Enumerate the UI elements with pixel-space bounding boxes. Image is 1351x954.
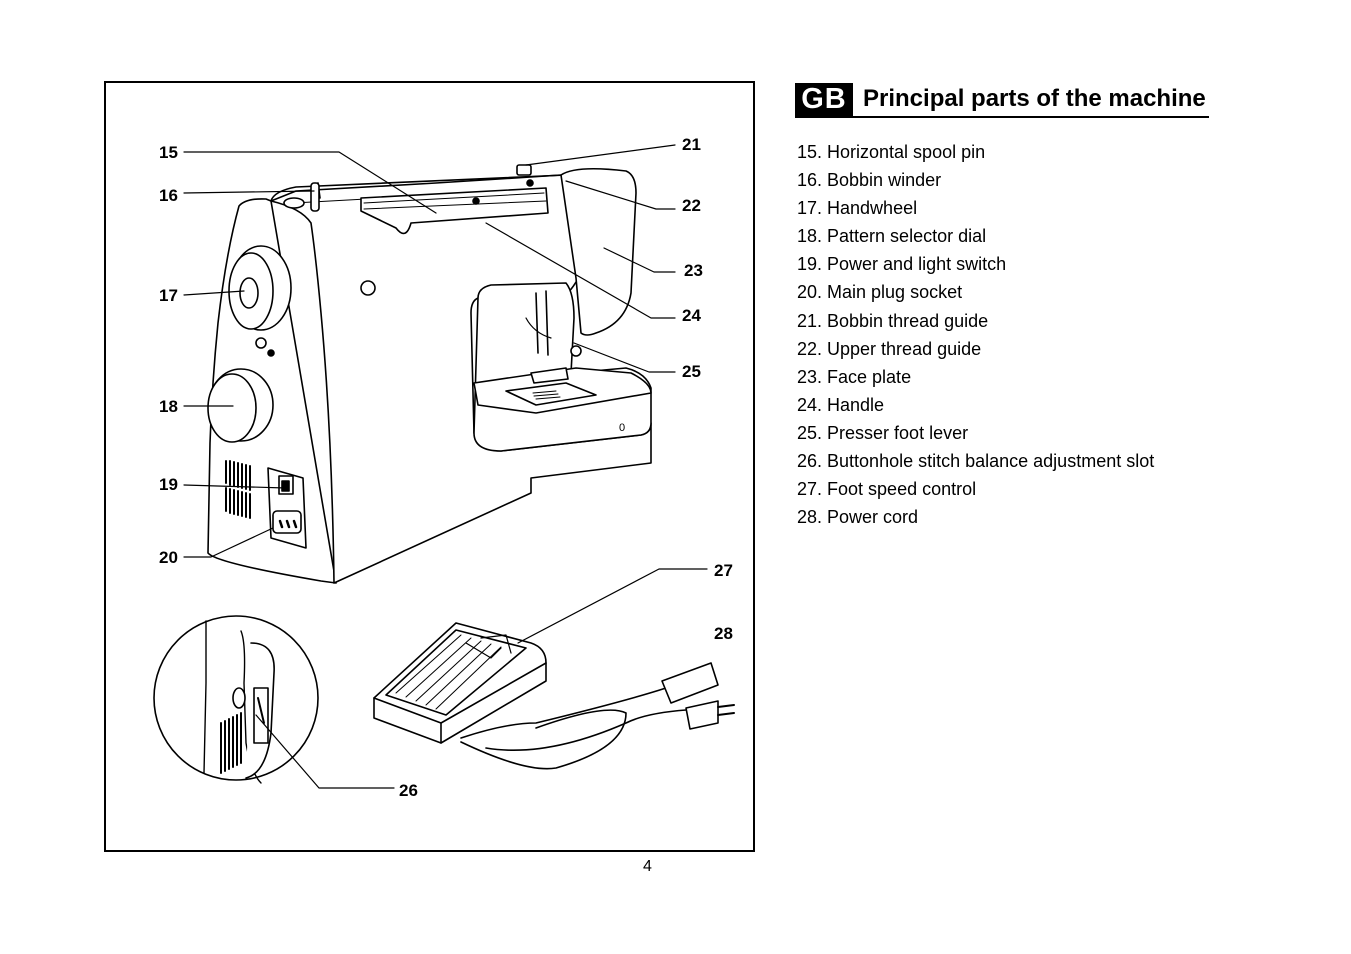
callout-23: 23 <box>684 261 703 280</box>
page-title: Principal parts of the machine <box>863 85 1206 112</box>
list-item: 17. Handwheel <box>797 198 918 219</box>
list-item: 20. Main plug socket <box>797 282 963 303</box>
list-item: 18. Pattern selector dial <box>797 226 987 247</box>
callout-18: 18 <box>159 397 178 416</box>
parts-list: 15. Horizontal spool pin 16. Bobbin wind… <box>797 138 1154 531</box>
callout-20: 20 <box>159 548 178 567</box>
list-item: 23. Face plate <box>797 366 912 387</box>
callout-22: 22 <box>682 196 701 215</box>
callout-25: 25 <box>682 362 701 381</box>
callout-15: 15 <box>159 143 178 162</box>
list-item: 16. Bobbin winder <box>797 170 942 191</box>
callout-26: 26 <box>399 781 418 800</box>
list-item: 27. Foot speed control <box>797 479 977 500</box>
list-item: 28. Power cord <box>797 507 919 528</box>
list-item: 19. Power and light switch <box>797 254 1007 275</box>
figure-frame: 0 <box>104 81 755 852</box>
list-item: 26. Buttonhole stitch balance adjustment… <box>797 451 1155 472</box>
list-item: 24. Handle <box>797 394 885 415</box>
list-item: 21. Bobbin thread guide <box>797 310 989 331</box>
page-number: 4 <box>643 858 652 875</box>
svg-text:0: 0 <box>619 422 625 434</box>
callout-27: 27 <box>714 561 733 580</box>
callout-28: 28 <box>714 624 733 643</box>
list-item: 22. Upper thread guide <box>797 338 982 359</box>
list-item: 15. Horizontal spool pin <box>797 142 986 162</box>
language-badge: GB <box>795 83 853 116</box>
list-item: 25. Presser foot lever <box>797 422 969 443</box>
sewing-machine-illustration: 0 <box>153 144 735 789</box>
callout-19: 19 <box>159 475 178 494</box>
callout-16: 16 <box>159 186 178 205</box>
callout-21: 21 <box>682 135 701 154</box>
callout-24: 24 <box>682 306 701 325</box>
section-heading: GB Principal parts of the machine <box>795 82 1209 118</box>
callout-17: 17 <box>159 286 178 305</box>
